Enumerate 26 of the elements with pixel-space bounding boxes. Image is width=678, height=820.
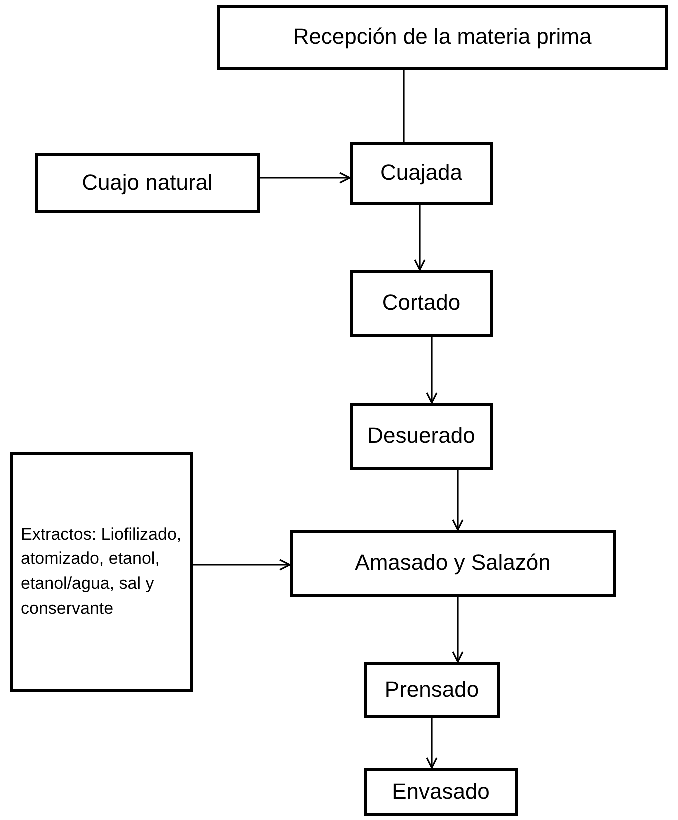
- arrow: [452, 470, 464, 531]
- box-label: Envasado: [392, 778, 490, 806]
- arrow: [260, 172, 351, 184]
- box-label: Recepción de la materia prima: [293, 24, 592, 51]
- process-box: [364, 768, 518, 816]
- box-label: Prensado: [384, 676, 480, 704]
- process-box: [350, 142, 493, 205]
- arrow: [414, 205, 426, 271]
- connector-line: [403, 70, 405, 142]
- process-box: [290, 530, 616, 597]
- arrow: [426, 718, 438, 769]
- process-box: [364, 662, 500, 718]
- box-label: Amasado y Salazón: [355, 550, 551, 577]
- process-box: [350, 403, 493, 470]
- box-label: Cuajo natural: [82, 170, 213, 196]
- box-label: Cortado: [382, 290, 461, 317]
- box-label: Cuajada: [380, 160, 462, 187]
- box-label: Extractos: Liofilizado, atomizado, etanol, etanol/agua, sal y conservante: [21, 524, 182, 620]
- box-label: Desuerado: [368, 423, 476, 450]
- process-box: [35, 153, 260, 213]
- process-box: [10, 452, 193, 692]
- arrow: [193, 559, 291, 571]
- arrow: [452, 597, 464, 663]
- arrow: [426, 337, 438, 404]
- process-box: [217, 5, 668, 70]
- process-box: [350, 270, 493, 337]
